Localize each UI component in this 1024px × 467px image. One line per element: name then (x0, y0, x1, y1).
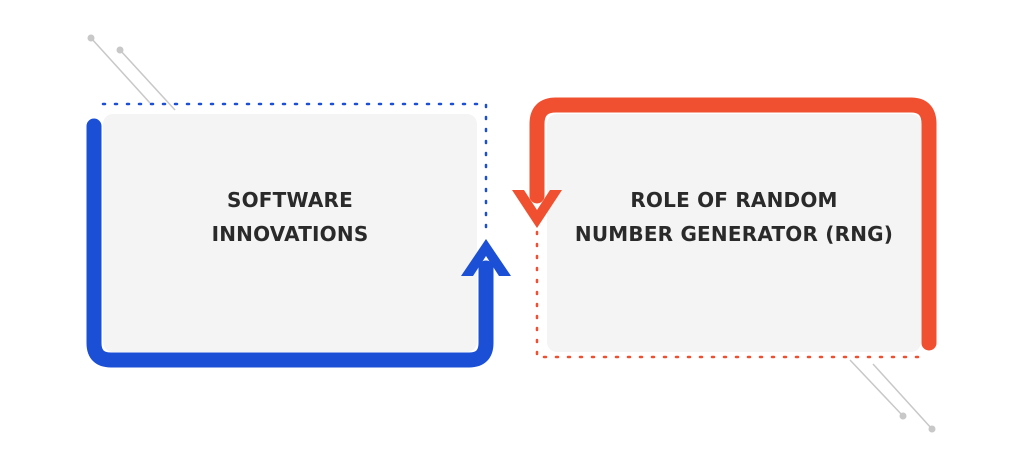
blue-dotted-outline (101, 102, 488, 232)
arrow-up-icon (461, 239, 511, 276)
rng-role-box: ROLE OF RANDOM NUMBER GENERATOR (RNG) (547, 114, 921, 352)
rng-role-label: ROLE OF RANDOM NUMBER GENERATOR (RNG) (575, 183, 893, 251)
software-innovations-box: SOFTWARE INNOVATIONS (103, 114, 477, 352)
software-innovations-label: SOFTWARE INNOVATIONS (212, 183, 369, 251)
blue-cycle-path (86, 118, 494, 368)
orange-cycle-path (529, 97, 937, 351)
bottom-right-decor-lines (849, 359, 936, 433)
right-box-line-2: NUMBER GENERATOR (RNG) (574, 222, 894, 246)
right-box-line-1: ROLE OF RANDOM (630, 188, 838, 212)
top-left-decor-lines (87, 34, 176, 111)
left-box-line-2: INNOVATIONS (211, 222, 369, 246)
orange-dotted-outline (535, 230, 923, 359)
arrow-down-icon (512, 190, 562, 228)
left-box-line-1: SOFTWARE (226, 188, 353, 212)
